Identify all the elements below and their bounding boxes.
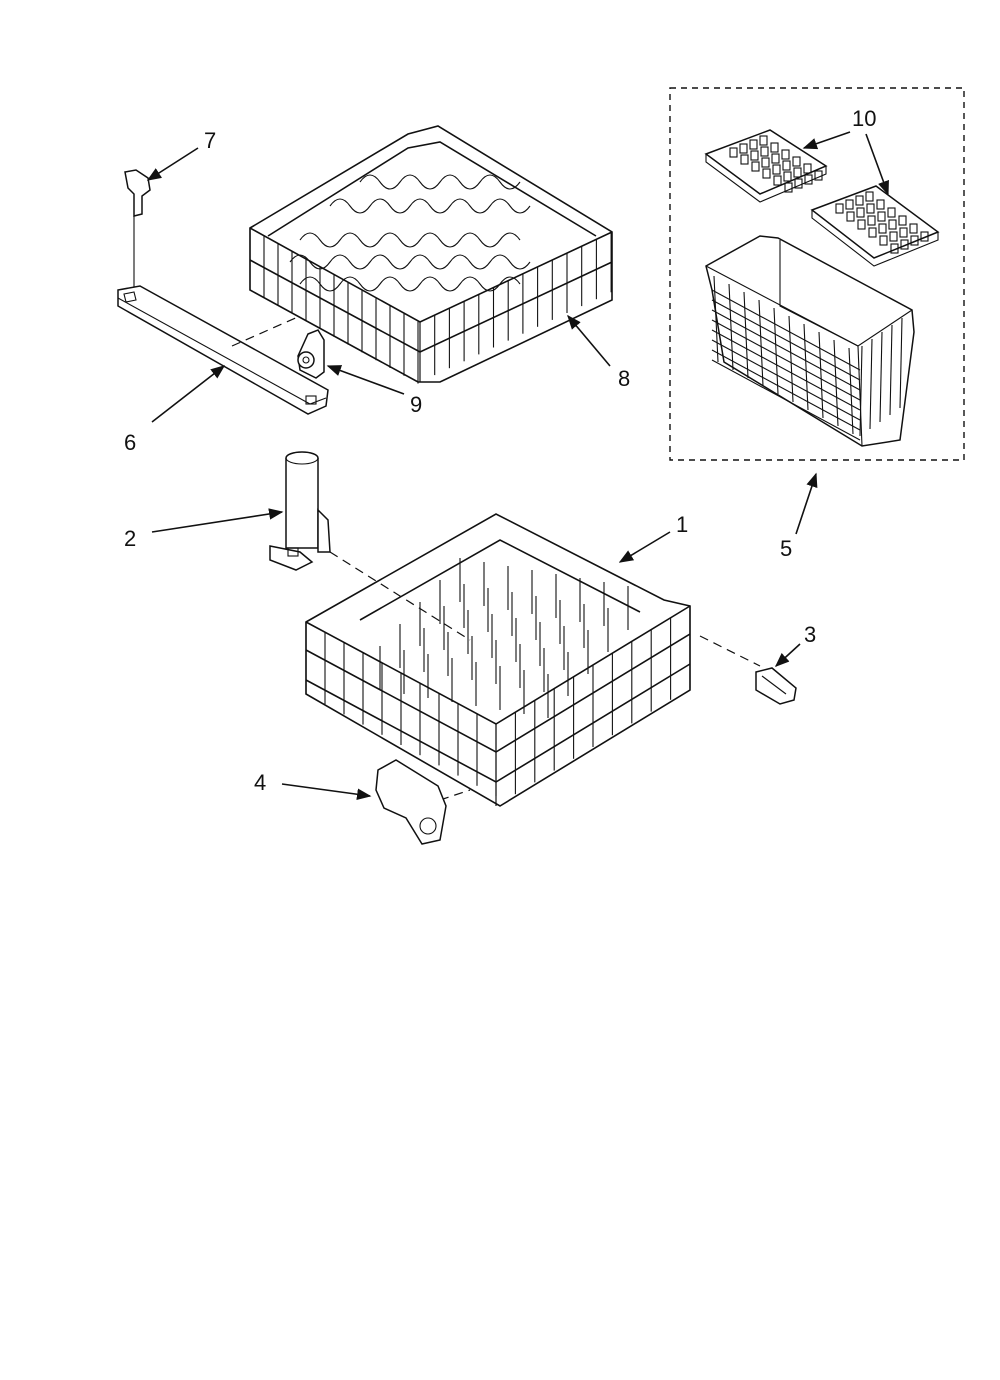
part-5-silverware-basket [705, 235, 915, 447]
leader-6 [151, 365, 226, 423]
leader-7 [146, 147, 199, 181]
leader-8 [567, 314, 611, 367]
callout-2: 2 [124, 526, 136, 551]
callout-1: 1 [676, 512, 688, 537]
assembly-line-2 [329, 551, 471, 641]
callout-8: 8 [618, 366, 630, 391]
callout-4: 4 [254, 770, 266, 795]
leader-5 [795, 472, 818, 535]
part-10-cover-right [810, 185, 940, 267]
leader-10a [802, 131, 851, 150]
callout-10: 10 [852, 106, 876, 131]
leader-2 [151, 508, 284, 533]
part-9-roller [297, 329, 325, 379]
assembly-line-3 [699, 635, 761, 667]
part-2-tube [269, 451, 331, 571]
leader-9 [326, 365, 405, 395]
part-3-stop [755, 667, 797, 705]
callout-5: 5 [780, 536, 792, 561]
part-1-lower-rack [305, 513, 691, 807]
part-8-upper-rack [249, 125, 613, 384]
part-5-kit-boundary [669, 87, 965, 461]
callout-7: 7 [204, 128, 216, 153]
leader-3 [774, 643, 801, 667]
part-10-cover-left [704, 129, 828, 203]
leader-1 [618, 531, 671, 563]
callout-3: 3 [804, 622, 816, 647]
callout-9: 9 [410, 392, 422, 417]
assembly-line-9 [231, 315, 301, 347]
leader-10b [865, 133, 889, 196]
part-6-rail [117, 285, 329, 415]
part-4-wheel [375, 759, 447, 845]
assembly-line-4 [439, 789, 471, 801]
callout-6: 6 [124, 430, 136, 455]
part-7-clip [124, 169, 151, 290]
leader-4 [281, 783, 372, 800]
